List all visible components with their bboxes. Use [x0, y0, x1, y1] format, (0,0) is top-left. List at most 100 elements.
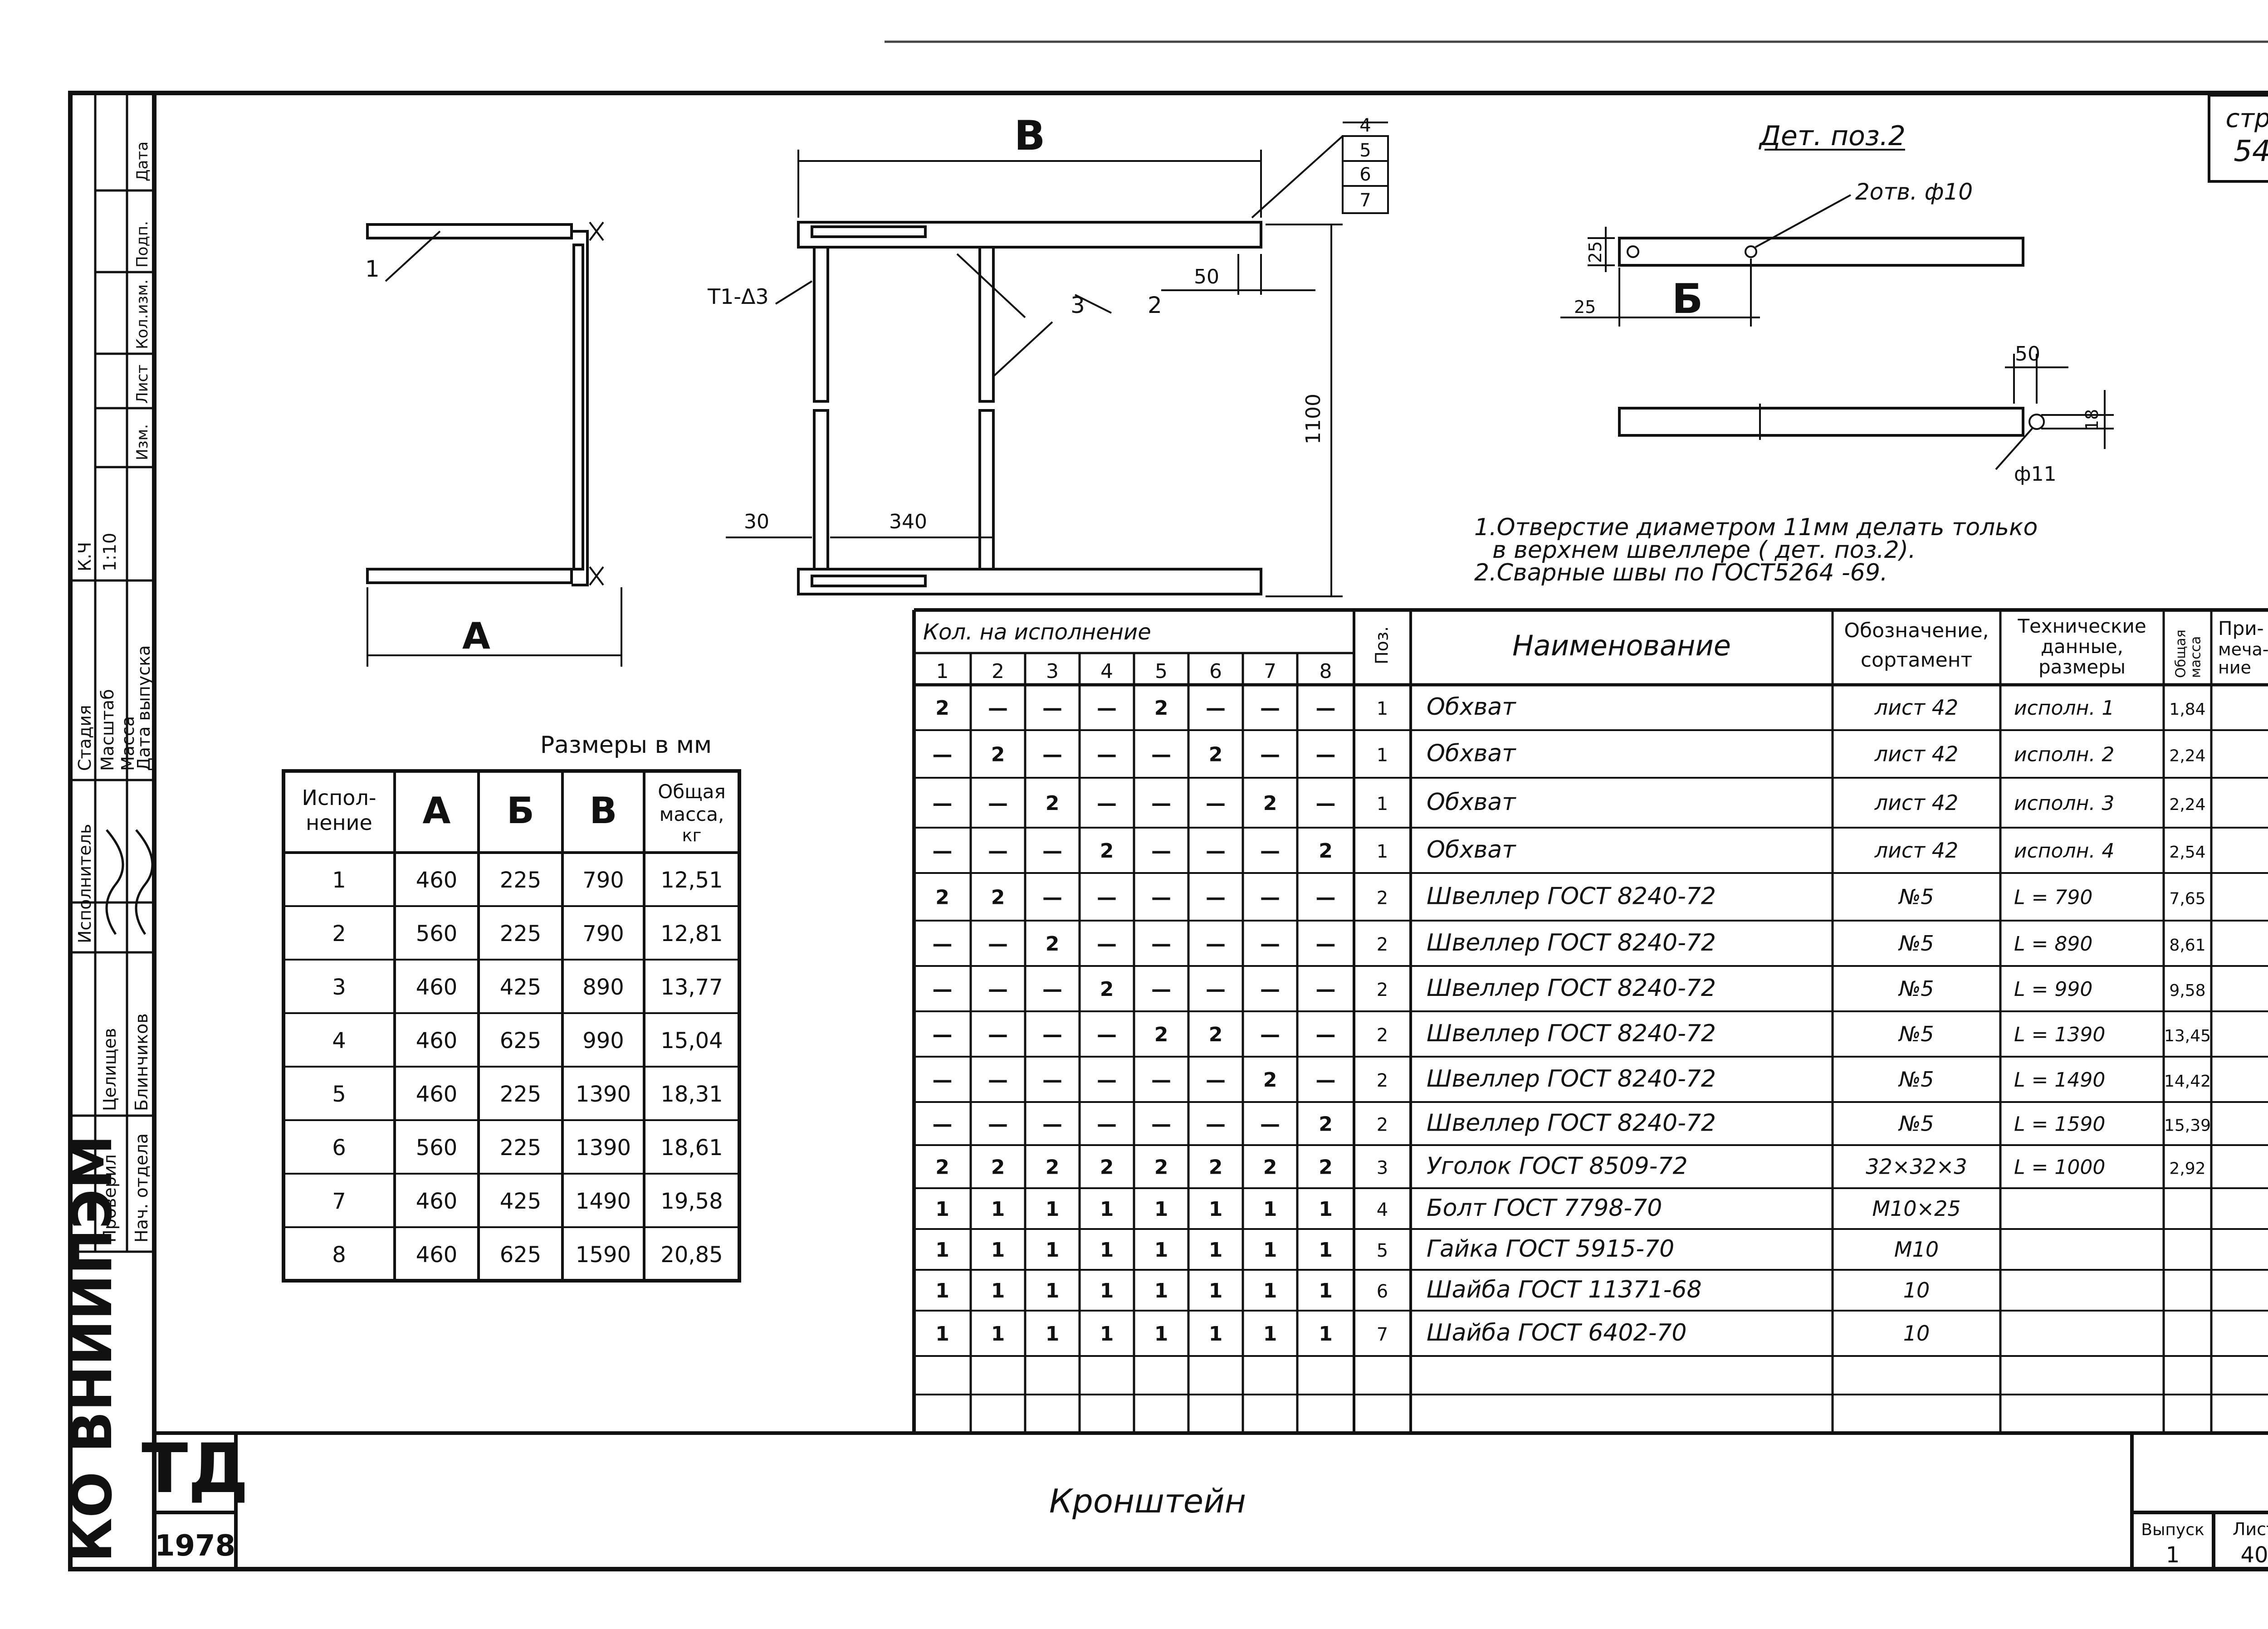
spec-mass-cell: 2,54 [2169, 843, 2205, 862]
spec-qty-cell: 1 [1154, 1198, 1168, 1221]
title-block [154, 1431, 2268, 1569]
spec-name-cell: Гайка ГОСТ 5915-70 [1427, 1235, 1674, 1263]
spec-mass-cell: 2,24 [2169, 747, 2205, 766]
spec-qty-cell: 1 [935, 1239, 949, 1262]
spec-qty-cell: — [1316, 1068, 1336, 1092]
spec-qty-cell: — [1316, 886, 1336, 909]
sizes-cell: 7 [332, 1189, 346, 1214]
sizes-cell: 12,51 [660, 868, 723, 893]
sheet-frame [68, 40, 2268, 1571]
spec-tech-header-3: размеры [2038, 656, 2126, 678]
sizes-cell: 12,81 [660, 921, 723, 946]
spec-name-cell: Обхват [1427, 836, 1516, 863]
sheet-label: Лист [2233, 1519, 2268, 1539]
spec-qty-cell: — [1260, 932, 1280, 956]
spec-qty-cell: — [988, 697, 1008, 720]
spec-qty-cell: — [1151, 978, 1171, 1001]
spec-qty-cell: — [1206, 697, 1226, 720]
spec-designation-cell: М10×25 [1872, 1196, 1960, 1221]
spec-qty-col-1: 1 [936, 660, 949, 683]
spec-pos-cell: 2 [1377, 1070, 1388, 1091]
spec-qty-cell: — [1260, 886, 1280, 909]
spec-qty-cell: — [1097, 792, 1117, 815]
spec-qty-cell: 1 [1263, 1198, 1277, 1221]
issue-value: 1 [2166, 1542, 2180, 1568]
spec-qty-cell: 1 [1263, 1279, 1277, 1302]
spec-qty-cell: 1 [991, 1322, 1005, 1346]
stamp-header-1: Изм. [133, 424, 152, 460]
spec-qty-cell: 1 [935, 1322, 949, 1346]
front-pos-7: 7 [1359, 190, 1371, 211]
spec-qty-cell: 1 [1319, 1239, 1333, 1262]
front-dim-B: В [1014, 112, 1046, 160]
stamp-name-2: Целищев [100, 1028, 120, 1111]
spec-name-cell: Шайба ГОСТ 11371-68 [1427, 1276, 1702, 1303]
sizes-cell: 890 [582, 975, 624, 1000]
spec-qty-cell: — [1260, 697, 1280, 720]
spec-qty-cell: — [988, 1023, 1008, 1046]
spec-qty-cell: 2 [1154, 1156, 1168, 1179]
front-weld: Т1-Δ3 [707, 284, 769, 309]
spec-qty-cell: — [1042, 1023, 1062, 1046]
sizes-cell: 3 [332, 975, 346, 1000]
spec-qty-cell: 2 [1100, 978, 1114, 1001]
detail-dim-25a: 25 [1585, 241, 1605, 263]
front-pos-4: 4 [1359, 115, 1371, 136]
side-view [366, 221, 622, 667]
sizes-cell: 990 [582, 1028, 624, 1053]
spec-qty-cell: 1 [1154, 1279, 1168, 1302]
spec-name-cell: Болт ГОСТ 7798-70 [1427, 1195, 1662, 1222]
spec-mass-cell: 9,58 [2169, 981, 2205, 1000]
spec-tech-cell: L = 1000 [2014, 1156, 2105, 1179]
spec-mass-cell: 8,61 [2169, 936, 2205, 955]
sizes-cell: 560 [416, 1135, 458, 1161]
spec-qty-col-4: 4 [1100, 660, 1113, 683]
sizes-cell: 18,31 [660, 1082, 723, 1107]
spec-qty-cell: 2 [1263, 1156, 1277, 1179]
spec-qty-cell: 1 [1100, 1198, 1114, 1221]
detail-dim-25b: 25 [1574, 297, 1596, 317]
spec-designation-cell: №5 [1897, 931, 1934, 956]
sizes-cell: 225 [500, 1135, 542, 1161]
stamp-field-mass: Масса [118, 716, 138, 771]
spec-pos-cell: 1 [1377, 794, 1388, 814]
spec-pos-header: Поз. [1372, 626, 1392, 664]
sizes-header-0b: нение [306, 810, 372, 835]
sizes-cell: 460 [416, 975, 458, 1000]
front-view [726, 122, 1389, 597]
spec-qty-cell: — [1097, 697, 1117, 720]
spec-qty-cell: 1 [1209, 1322, 1223, 1346]
spec-qty-cell: — [1206, 1113, 1226, 1136]
spec-qty-cell: — [988, 1113, 1008, 1136]
spec-qty-cell: — [988, 839, 1008, 863]
spec-pos-cell: 3 [1377, 1158, 1388, 1179]
spec-qty-cell: — [1206, 978, 1226, 1001]
detail-title: Дет. поз.2 [1758, 120, 1906, 152]
spec-qty-cell: — [1042, 1113, 1062, 1136]
spec-qty-cell: — [988, 792, 1008, 815]
spec-tech-cell: L = 1390 [2014, 1023, 2105, 1046]
note-2: 2.Сварные швы по ГОСТ5264 -69. [1474, 559, 1887, 586]
spec-qty-cell: — [1042, 978, 1062, 1001]
spec-qty-cell: — [1316, 697, 1336, 720]
spec-qty-cell: — [1151, 792, 1171, 815]
spec-qty-cell: — [1151, 839, 1171, 863]
spec-qty-col-5: 5 [1155, 660, 1168, 683]
spec-qty-cell: — [933, 839, 953, 863]
spec-pos-cell: 2 [1377, 1115, 1388, 1136]
stamp-name-1: Блинчиков [132, 1013, 152, 1111]
spec-mass-header-2: масса [2188, 636, 2204, 678]
spec-qty-cell: 2 [991, 743, 1005, 766]
spec-tech-cell: исполн. 3 [2014, 792, 2114, 815]
spec-tech-header-2: данные, [2041, 635, 2123, 658]
sizes-cell: 1 [332, 868, 346, 893]
spec-pos-cell: 2 [1377, 888, 1388, 909]
spec-qty-cell: — [1260, 743, 1280, 766]
spec-qty-cell: — [1260, 978, 1280, 1001]
spec-qty-cell: — [1097, 1068, 1117, 1092]
spec-qty-cell: 1 [1209, 1279, 1223, 1302]
spec-qty-cell: — [1316, 792, 1336, 815]
spec-name-cell: Обхват [1427, 740, 1516, 767]
spec-qty-col-2: 2 [992, 660, 1004, 683]
spec-note-header-1: При- [2218, 617, 2264, 639]
